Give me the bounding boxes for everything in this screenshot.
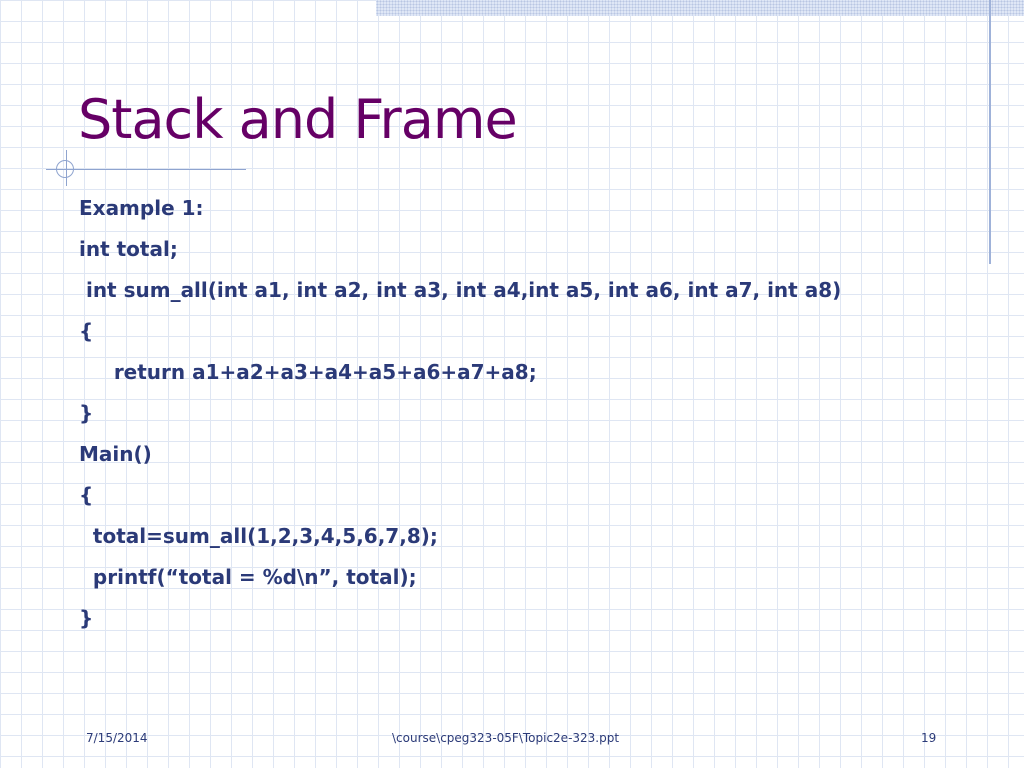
code-line-assignment: total=sum_all(1,2,3,4,5,6,7,8); — [79, 524, 438, 548]
top-decorative-band — [376, 0, 1024, 16]
footer-date: 7/15/2014 — [86, 731, 148, 745]
code-line-close-brace: } — [79, 401, 94, 425]
code-line-return: return a1+a2+a3+a4+a5+a6+a7+a8; — [79, 360, 537, 384]
code-line-main-close-brace: } — [79, 606, 94, 630]
code-line-function-signature: int sum_all(int a1, int a2, int a3, int … — [79, 278, 842, 302]
code-line-printf: printf(“total = %d\n”, total); — [79, 565, 417, 589]
code-line-total-decl: int total; — [79, 237, 178, 261]
footer-file-path: \course\cpeg323-05F\Topic2e-323.ppt — [392, 731, 620, 745]
footer-page-number: 19 — [921, 731, 937, 745]
code-line-main-open-brace: { — [79, 483, 94, 507]
crosshair-vertical-icon — [66, 150, 67, 186]
right-vertical-rule — [989, 0, 991, 264]
crosshair-circle-icon — [56, 160, 74, 178]
code-line-main: Main() — [79, 442, 152, 466]
slide-title: Stack and Frame — [78, 88, 518, 151]
code-example: Example 1: int total; int sum_all(int a1… — [79, 188, 979, 639]
code-line-open-brace: { — [79, 319, 94, 343]
code-line-example-label: Example 1: — [79, 196, 204, 220]
title-underline-rule — [46, 169, 246, 170]
